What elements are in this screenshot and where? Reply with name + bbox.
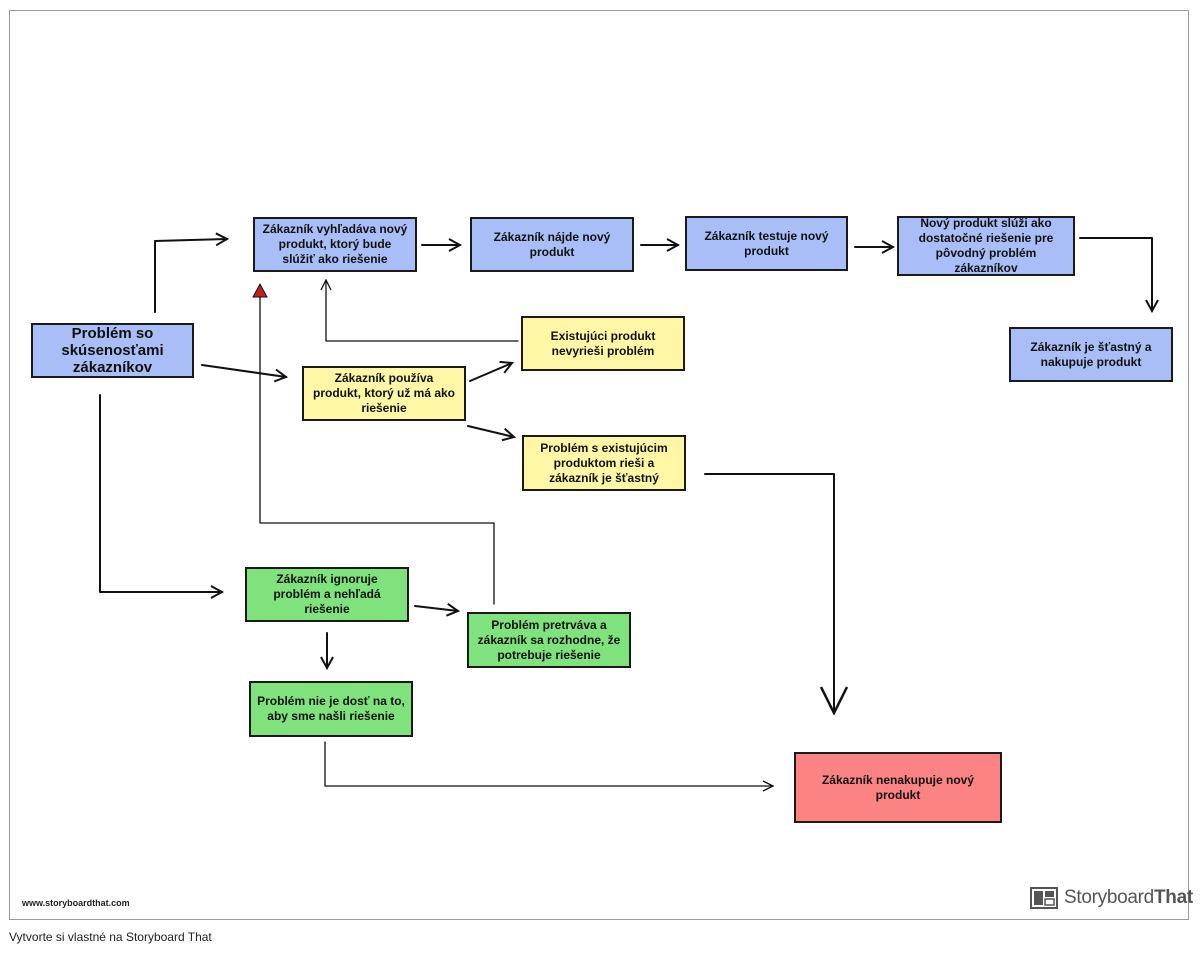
arrow-uses-to-notsolve	[469, 363, 512, 382]
arrow-serves-to-happy	[1079, 237, 1152, 311]
arrow-persists-to-search	[259, 295, 495, 605]
arrow-problem-to-search	[154, 239, 227, 313]
brand-name-right: That	[1153, 887, 1193, 908]
node-customer-experience-problem: Problém so skúsenosťami zákazníkov	[31, 323, 194, 378]
node-customer-searches-new-product: Zákazník vyhľadáva nový produkt, ktorý b…	[253, 217, 417, 272]
node-customer-does-not-buy: Zákazník nenakupuje nový produkt	[794, 752, 1002, 823]
node-problem-not-enough: Problém nie je dosť na to, aby sme našli…	[249, 681, 413, 737]
arrow-solves-to-notbuy	[704, 473, 834, 713]
arrow-notenough-to-notbuy	[324, 741, 773, 786]
storyboardthat-logo[interactable]: StoryboardThat	[1030, 887, 1193, 909]
node-customer-happy-buys: Zákazník je šťastný a nakupuje produkt	[1009, 327, 1173, 382]
node-customer-finds-new-product: Zákazník nájde nový produkt	[470, 217, 634, 272]
brand-name-left: Storyboard	[1064, 887, 1154, 908]
arrow-problem-to-ignores	[99, 394, 222, 592]
arrow-notsolve-to-search	[326, 280, 519, 342]
storyboard-grid-icon	[1030, 887, 1058, 909]
node-problem-persists: Problém pretrváva a zákazník sa rozhodne…	[467, 612, 631, 668]
node-customer-ignores-problem: Zákazník ignoruje problém a nehľadá rieš…	[245, 567, 409, 622]
node-customer-tests-new-product: Zákazník testuje nový produkt	[685, 216, 848, 271]
red-arrowhead	[252, 282, 268, 298]
node-customer-uses-existing-product: Zákazník používa produkt, ktorý už má ak…	[302, 366, 466, 421]
node-existing-product-solves: Problém s existujúcim produktom rieši a …	[522, 435, 686, 491]
arrow-uses-to-solves	[467, 425, 514, 437]
arrow-problem-to-uses	[201, 364, 286, 377]
arrow-ignores-to-persists	[414, 606, 458, 611]
node-existing-product-not-solve: Existujúci produkt nevyrieši problém	[521, 316, 685, 371]
footer-url[interactable]: www.storyboardthat.com	[22, 898, 130, 908]
node-new-product-serves-solution: Nový produkt slúži ako dostatočné riešen…	[897, 216, 1075, 276]
create-your-own-caption[interactable]: Vytvorte si vlastné na Storyboard That	[9, 930, 212, 944]
